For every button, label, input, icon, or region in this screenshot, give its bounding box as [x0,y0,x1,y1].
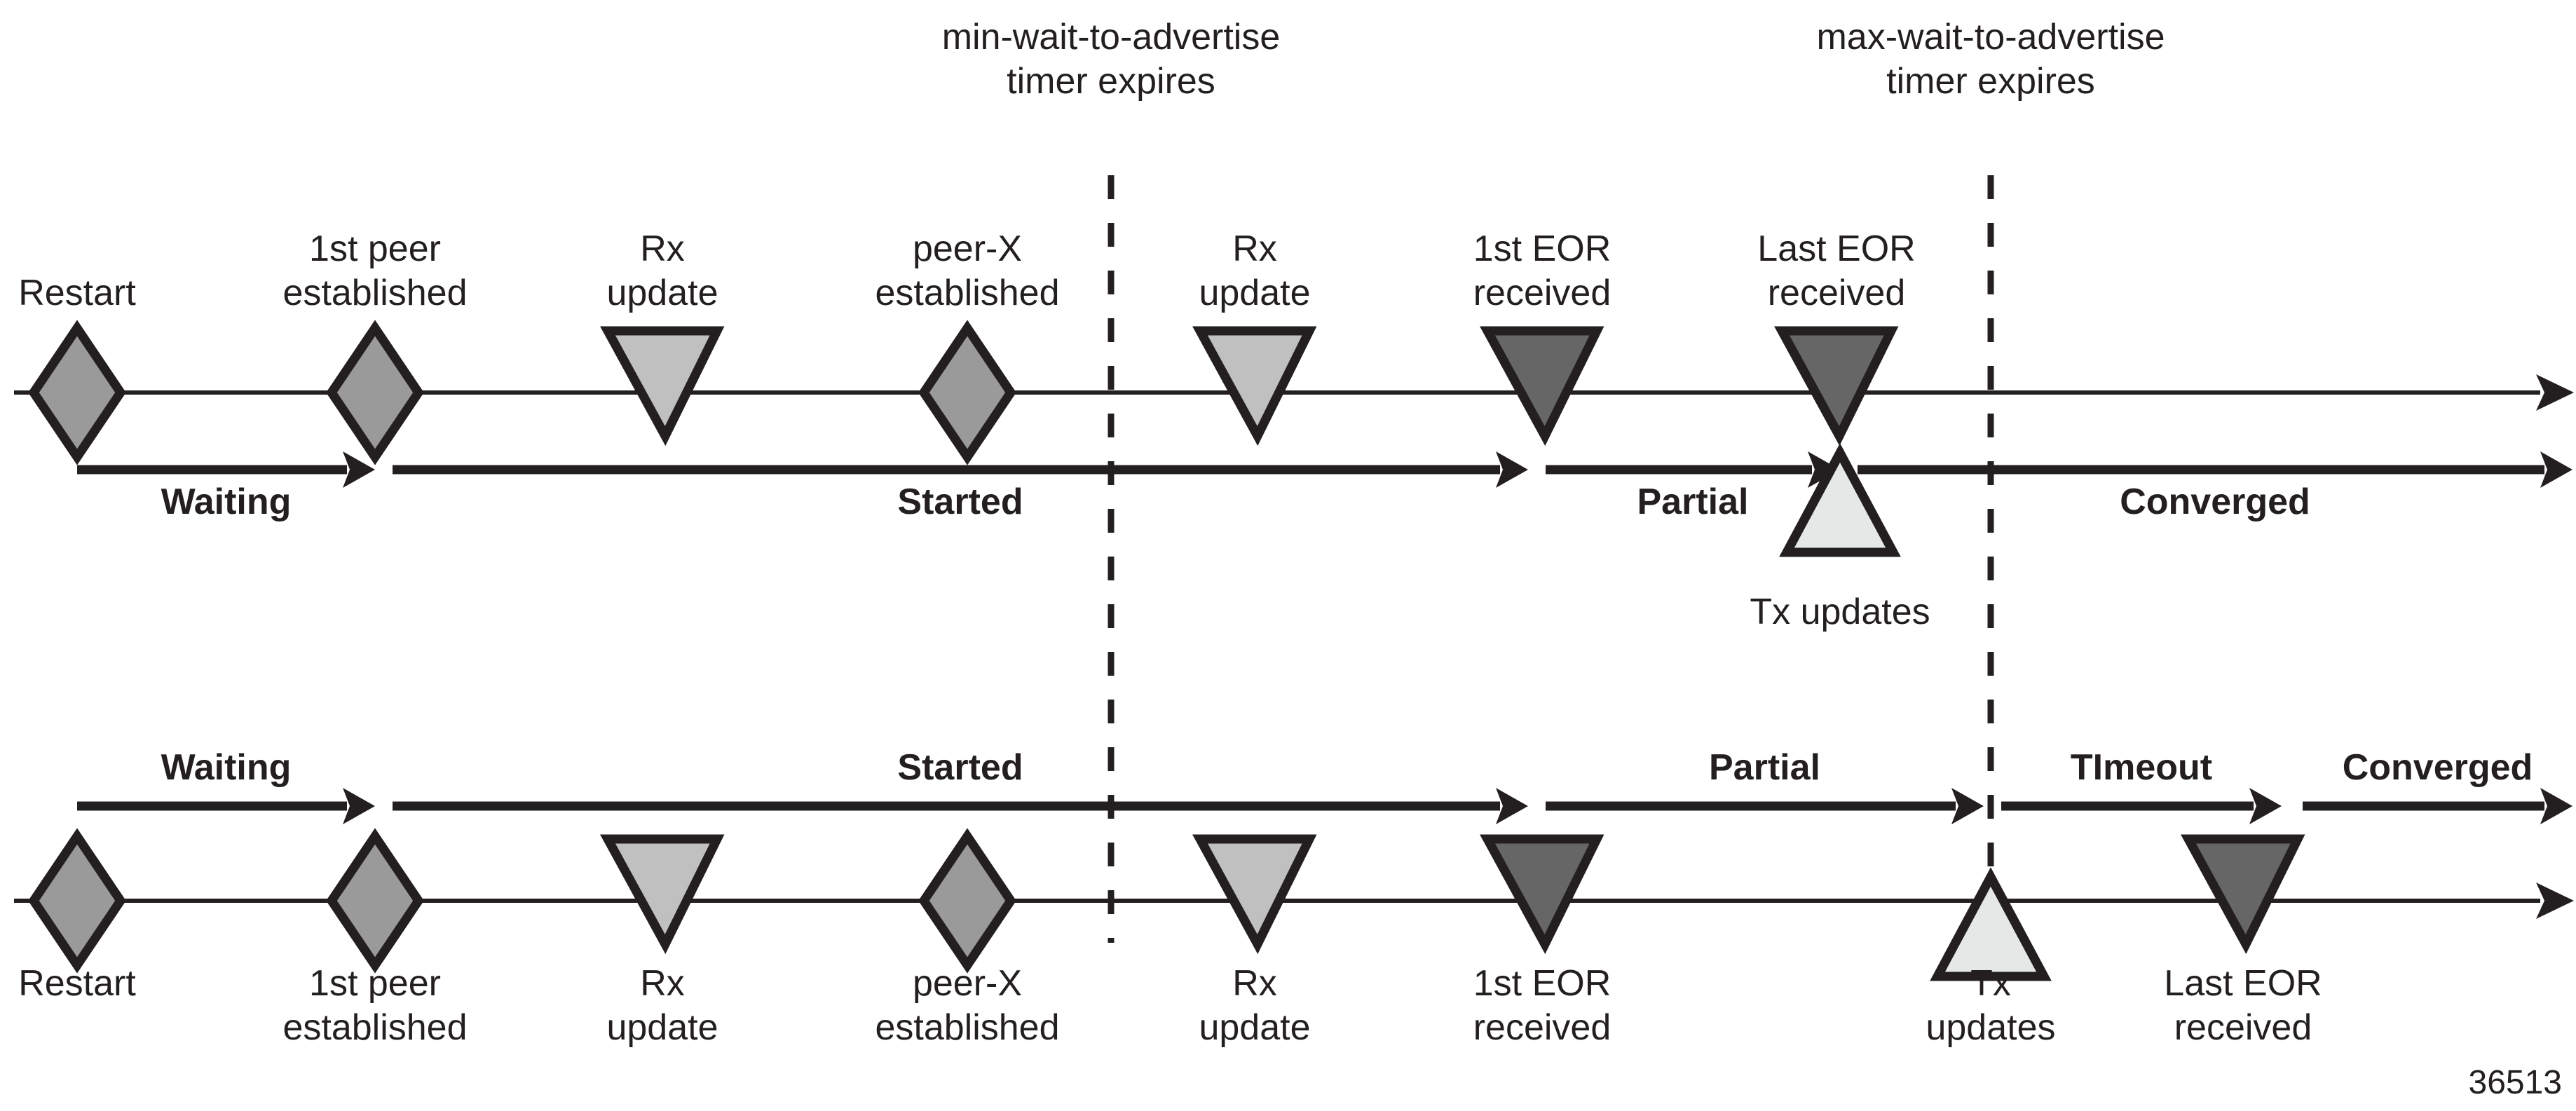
marker-diamond-first-peer [326,320,424,465]
top-event-label-restart-0: Restart [18,273,136,313]
marker-triangle-down-last-eor [2181,834,2305,955]
state-arrow-head-top-waiting [343,451,375,488]
bottom-state-label-partial: Partial [1709,747,1820,788]
marker-triangle-down-first-eor [1480,834,1604,955]
bottom-event-label-rx-update-2-1: update [1199,1007,1310,1048]
axis-arrow-head-bottom-timeline [2536,882,2574,919]
bottom-state-label-converged: Converged [2343,747,2533,788]
state-arrow-head-bottom-started [1496,788,1528,824]
state-arrow-head-top-converged [2540,451,2572,488]
marker-triangle-down-rx-update-1 [600,326,725,447]
top-event-label-first-peer-1: established [282,273,467,313]
top-event-label-first-eor-0: 1st EOR [1473,229,1611,269]
top-event-label-peer-x-1: established [875,273,1059,313]
bottom-state-label-started: Started [897,747,1023,788]
top-event-label-first-eor-1: received [1473,273,1611,313]
state-arrow-head-top-started [1496,451,1528,488]
marker-diamond-restart [28,828,126,974]
marker-triangle-down-first-eor [1480,326,1604,447]
marker-triangle-up-tx-updates [1779,443,1901,557]
bottom-event-label-rx-update-1-1: update [606,1007,718,1048]
timer-label-line1-min-wait: min-wait-to-advertise [942,17,1281,57]
figure-number: 36513 [2469,1064,2562,1101]
bottom-event-label-peer-x-0: peer-X [913,963,1022,1004]
top-event-label-peer-x-0: peer-X [913,229,1022,269]
bottom-state-label-waiting: Waiting [161,747,292,788]
state-arrow-head-bottom-timeout [2249,788,2282,824]
bottom-event-label-first-peer-0: 1st peer [309,963,441,1004]
bottom-event-label-rx-update-2-0: Rx [1232,963,1277,1004]
top-state-label-partial: Partial [1637,482,1749,522]
state-arrow-head-top-partial [1808,451,1840,488]
marker-triangle-down-rx-update-2 [1192,326,1317,447]
top-below-event-label-tx-updates-0: Tx updates [1750,592,1930,632]
bottom-event-label-restart-0: Restart [18,963,136,1004]
state-arrow-head-bottom-partial [1951,788,1984,824]
timer-label-line2-max-wait: timer expires [1886,61,2095,102]
marker-diamond-peer-x [918,320,1016,465]
bottom-event-label-last-eor-1: received [2174,1007,2312,1048]
marker-diamond-restart [28,320,126,465]
marker-triangle-down-rx-update-2 [1192,834,1317,955]
bottom-event-label-first-peer-1: established [282,1007,467,1048]
top-event-label-rx-update-2-1: update [1199,273,1310,313]
top-event-label-last-eor-0: Last EOR [1757,229,1915,269]
bottom-state-label-timeout: TImeout [2071,747,2212,788]
marker-diamond-peer-x [918,828,1016,974]
bottom-event-label-tx-updates-1: updates [1926,1007,2055,1048]
timer-label-line2-min-wait: timer expires [1007,61,1215,102]
bottom-event-label-first-eor-0: 1st EOR [1473,963,1611,1004]
timer-label-line1-max-wait: max-wait-to-advertise [1816,17,2165,57]
top-state-label-waiting: Waiting [161,482,292,522]
bottom-event-label-rx-update-1-0: Rx [640,963,685,1004]
top-event-label-first-peer-0: 1st peer [309,229,441,269]
state-arrow-head-bottom-waiting [343,788,375,824]
top-event-label-rx-update-2-0: Rx [1232,229,1277,269]
state-arrow-head-bottom-converged [2540,788,2572,824]
marker-triangle-down-last-eor [1774,326,1899,447]
bottom-event-label-peer-x-1: established [875,1007,1059,1048]
marker-diamond-first-peer [326,828,424,974]
bottom-event-label-last-eor-0: Last EOR [2164,963,2322,1004]
top-state-label-started: Started [897,482,1023,522]
top-event-label-rx-update-1-1: update [606,273,718,313]
marker-triangle-down-rx-update-1 [600,834,725,955]
bottom-event-label-first-eor-1: received [1473,1007,1611,1048]
top-event-label-rx-update-1-0: Rx [640,229,685,269]
top-state-label-converged: Converged [2120,482,2310,522]
top-event-label-last-eor-1: received [1768,273,1906,313]
marker-triangle-up-tx-updates [1930,867,2052,981]
bottom-event-label-tx-updates-0: Tx [1970,963,2011,1004]
axis-arrow-head-top-timeline [2536,374,2574,411]
